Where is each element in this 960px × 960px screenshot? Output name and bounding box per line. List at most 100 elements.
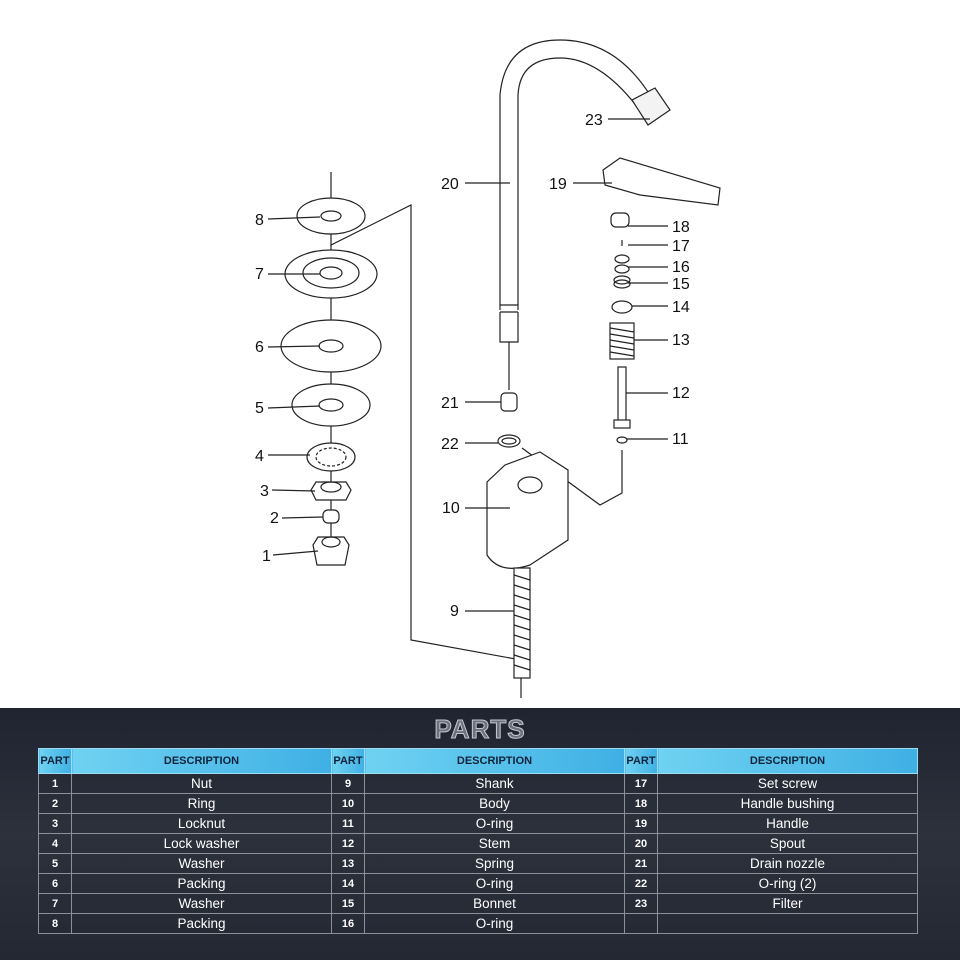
callout-4: 4 [255, 448, 264, 465]
callout-17: 17 [672, 238, 690, 255]
spring-13 [609, 322, 635, 360]
part-description [657, 913, 918, 934]
part-description: Bonnet [364, 893, 625, 914]
part-number: 23 [624, 893, 658, 914]
callout-1: 1 [262, 548, 271, 565]
part-description: Filter [657, 893, 918, 914]
part-description: Set screw [657, 773, 918, 794]
part-number: 14 [331, 873, 365, 894]
part-description: Washer [71, 893, 332, 914]
part-description: Handle bushing [657, 793, 918, 814]
part-number: 3 [38, 813, 72, 834]
callout-16: 16 [672, 259, 690, 276]
part-description: O-ring [364, 873, 625, 894]
assembly-line-left [330, 172, 522, 698]
exploded-parts-diagram: 1 2 3 4 5 6 7 8 9 10 11 12 13 14 15 16 1… [255, 39, 721, 698]
header-part: PART [624, 748, 658, 774]
part-number: 15 [331, 893, 365, 914]
lock-washer-4 [306, 442, 356, 472]
o-ring-22 [497, 434, 521, 448]
part-description: Body [364, 793, 625, 814]
callout-3: 3 [260, 483, 269, 500]
part-description: Washer [71, 853, 332, 874]
part-number: 20 [624, 833, 658, 854]
handle-bushing-18 [610, 212, 630, 228]
header-description: DESCRIPTION [71, 748, 332, 774]
part-number: 2 [38, 793, 72, 814]
callout-19: 19 [549, 176, 567, 193]
part-description: Stem [364, 833, 625, 854]
part-description: Drain nozzle [657, 853, 918, 874]
part-number [624, 913, 658, 934]
callout-8: 8 [255, 212, 264, 229]
handle-19 [602, 157, 721, 206]
part-number: 1 [38, 773, 72, 794]
part-number: 19 [624, 813, 658, 834]
callout-21: 21 [441, 395, 459, 412]
callout-18: 18 [672, 219, 690, 236]
table-header: PART DESCRIPTION PART DESCRIPTION PART D… [38, 748, 918, 774]
header-description: DESCRIPTION [657, 748, 918, 774]
packing-6 [280, 319, 382, 373]
body-10 [486, 451, 569, 569]
part-number: 11 [331, 813, 365, 834]
part-number: 22 [624, 873, 658, 894]
shank-9 [513, 567, 531, 679]
part-description: Spout [657, 833, 918, 854]
spout-20 [499, 39, 651, 310]
callout-9: 9 [450, 603, 459, 620]
part-description: Lock washer [71, 833, 332, 854]
header-description: DESCRIPTION [364, 748, 625, 774]
callout-14: 14 [672, 299, 690, 316]
part-description: Ring [71, 793, 332, 814]
part-number: 17 [624, 773, 658, 794]
header-part: PART [38, 748, 72, 774]
callout-22: 22 [441, 436, 459, 453]
part-number: 21 [624, 853, 658, 874]
callout-2: 2 [270, 510, 279, 527]
callout-12: 12 [672, 385, 690, 402]
washer-5 [291, 383, 371, 427]
filter-23 [631, 87, 671, 126]
ring-2 [322, 509, 340, 524]
part-description: Spring [364, 853, 625, 874]
locknut-3 [310, 481, 352, 501]
part-number: 18 [624, 793, 658, 814]
callout-11: 11 [672, 431, 689, 448]
part-description: Shank [364, 773, 625, 794]
callout-13: 13 [672, 332, 690, 349]
part-number: 7 [38, 893, 72, 914]
part-number: 13 [331, 853, 365, 874]
packing-8 [296, 197, 366, 235]
callout-6: 6 [255, 339, 264, 356]
part-number: 6 [38, 873, 72, 894]
drain-nozzle-21 [500, 392, 518, 412]
callout-15: 15 [672, 276, 690, 293]
callout-10: 10 [442, 500, 460, 517]
callout-20: 20 [441, 176, 459, 193]
part-number: 5 [38, 853, 72, 874]
parts-title: PARTS [434, 714, 526, 745]
part-description: O-ring [364, 813, 625, 834]
callout-7: 7 [255, 266, 264, 283]
nut-1 [312, 536, 350, 566]
part-number: 8 [38, 913, 72, 934]
parts-panel: PARTS PART DESCRIPTION PART DESCRIPTION … [0, 708, 960, 960]
parts-table: PART DESCRIPTION PART DESCRIPTION PART D… [38, 748, 918, 934]
part-description: O-ring (2) [657, 873, 918, 894]
callout-23: 23 [585, 112, 603, 129]
part-description: Nut [71, 773, 332, 794]
callout-5: 5 [255, 400, 264, 417]
part-number: 10 [331, 793, 365, 814]
header-part: PART [331, 748, 365, 774]
part-description: Packing [71, 873, 332, 894]
bonnet-15 [613, 275, 631, 289]
